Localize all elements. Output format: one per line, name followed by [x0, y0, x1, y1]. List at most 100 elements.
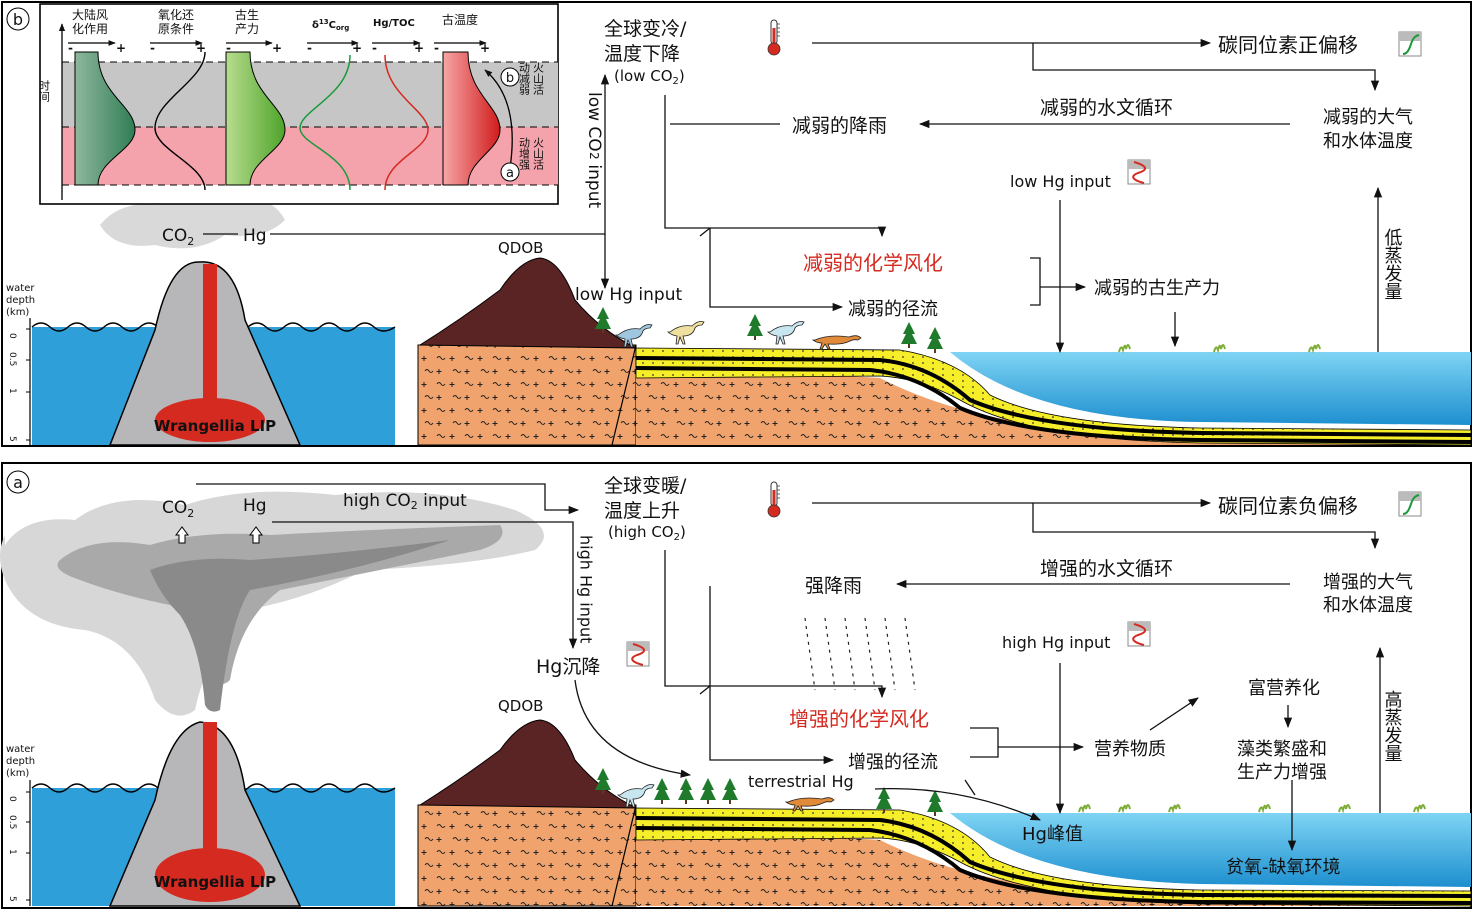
inset-marker-b: b — [506, 71, 514, 86]
coal-seam-a2 — [635, 826, 1472, 905]
eruption-cloud-outer — [0, 491, 544, 716]
water-depth-a-l2: depth — [6, 756, 35, 767]
seaweed-icon — [1118, 804, 1131, 813]
global-warming-l2: 温度上升 — [604, 500, 680, 522]
magma-chamber-b — [155, 398, 265, 442]
panel-b-badge-circle — [6, 7, 30, 31]
panel-a — [0, 462, 1472, 909]
high-co2-input-label: high CO2 input — [343, 491, 467, 512]
global-cooling-l1: 全球变冷/ — [604, 18, 687, 40]
volcanism-weak-l1: 火山活 — [532, 62, 545, 96]
thermometer-icon — [767, 19, 781, 56]
co2-label-a: CO2 — [162, 498, 194, 520]
panel-b-badge: b — [13, 10, 23, 29]
coal-seam-b1 — [635, 356, 1472, 437]
magma-conduit-b — [203, 264, 217, 414]
water-depth-b-l1: water — [6, 283, 35, 294]
sand-dots-a — [636, 808, 1471, 906]
carbon-isotope-curve-icon — [1398, 31, 1422, 57]
ocean-right-b — [950, 352, 1471, 425]
up-arrow-hg — [249, 526, 263, 544]
panel-a-frame — [1, 462, 1472, 909]
svg-text:+: + — [414, 41, 424, 55]
depth-tick-0-b: 0 — [7, 333, 17, 339]
hg-deposition-curve-icon — [626, 641, 650, 667]
carbon-negative-shift: 碳同位素负偏移 — [1218, 494, 1358, 518]
lizard-icon — [812, 335, 862, 350]
qdob-mountain-a — [418, 719, 637, 809]
depth-tick-0-a: 0 — [7, 796, 17, 802]
col-paleotemp: 古温度 — [442, 12, 478, 27]
global-cooling-l2: 温度下降 — [604, 43, 680, 65]
water-depth-a-l1: water — [6, 744, 35, 755]
depth-tick-05-b: 0.5 — [7, 352, 17, 366]
hg-deposition: Hg沉降 — [536, 656, 600, 678]
col-weathering-l2: 化作用 — [72, 22, 108, 36]
magma-conduit-a — [203, 722, 217, 872]
col-weathering-l1: 大陆风 — [72, 7, 108, 22]
svg-text:-: - — [434, 41, 439, 55]
tree-icon — [876, 787, 892, 813]
svg-text:-: - — [226, 41, 231, 55]
strong-runoff: 增强的径流 — [848, 752, 938, 773]
svg-text:-: - — [150, 41, 155, 55]
global-warming-l1: 全球变暖/ — [604, 475, 687, 497]
panel-b-frame — [1, 1, 1472, 447]
col-hgtoc: Hg/TOC — [373, 18, 415, 29]
col-productivity-l1: 古生 — [235, 7, 259, 22]
seaweed-icon — [1413, 804, 1426, 813]
time-axis-label: 时间 — [38, 80, 51, 103]
magma-chamber-a — [155, 848, 265, 902]
weak-rainfall: 减弱的降雨 — [792, 115, 887, 137]
depth-tick-1-a: 1 — [7, 849, 17, 855]
depth-tick-5-b: 5 — [7, 436, 17, 442]
tree-icon — [747, 314, 763, 340]
trend-arrow — [484, 69, 513, 169]
col-redox-l1: 氧化还 — [158, 8, 194, 22]
svg-text:+: + — [352, 41, 362, 55]
svg-text:+: + — [480, 41, 490, 55]
fault-b — [611, 344, 637, 446]
high-co2-label: (high CO2) — [608, 523, 686, 543]
svg-text:+: + — [272, 41, 282, 55]
land-pattern-a — [418, 805, 636, 906]
coal-seam-a1 — [635, 816, 1472, 898]
lip-label-a: Wrangellia LIP — [154, 873, 276, 891]
water-depth-b-l3: (km) — [6, 307, 29, 318]
qdob-mountain-b — [418, 257, 637, 349]
paleotemp-curve — [442, 51, 501, 186]
tree-icon — [700, 778, 716, 804]
weak-productivity: 减弱的古生产力 — [1094, 278, 1220, 299]
panel-a-badge: a — [13, 473, 23, 492]
shelf-pattern-b — [636, 374, 1471, 445]
water-depth-b-l2: depth — [6, 295, 35, 306]
svg-text:-: - — [68, 41, 73, 55]
fault-a — [611, 804, 637, 907]
anoxic-environment: 贫氧-缺氧环境 — [1226, 857, 1341, 878]
co2-label-b: CO2 — [162, 226, 194, 248]
low-hg-input-right: low Hg input — [1010, 172, 1111, 191]
volcanism-strong-l1: 火山活 — [532, 137, 545, 171]
seaweed-icon — [1118, 344, 1131, 353]
panel-a-badge-circle — [6, 470, 30, 494]
volcanism-weak-l2: 动减弱 — [518, 62, 531, 96]
volcanism-strong-l2: 动增强 — [518, 137, 531, 171]
strong-chem-weathering: 增强的化学风化 — [789, 707, 929, 731]
inset-marker-a: a — [506, 166, 514, 181]
hg-curve-icon — [1127, 621, 1151, 647]
strong-atm-temp-l1: 增强的大气 — [1323, 572, 1413, 593]
svg-text:+: + — [196, 41, 206, 55]
coal-seam-b2 — [635, 366, 1472, 444]
depth-ticks-b — [26, 328, 30, 441]
tree-icon — [654, 778, 670, 804]
hg-curve-icon — [1127, 159, 1151, 185]
seaweed-icon — [1168, 804, 1181, 813]
low-hg-input-left: low Hg input — [575, 285, 682, 305]
carbon-positive-shift: 碳同位素正偏移 — [1218, 33, 1358, 57]
flow-lines-b — [270, 38, 1383, 354]
weathering-curve — [74, 51, 136, 186]
water-depth-a-l3: (km) — [6, 768, 29, 779]
inset-sign-labels: -+ -+ -+ -+ -+ -+ — [68, 41, 490, 55]
panel-b — [1, 1, 1472, 447]
d13c-curve — [299, 54, 351, 191]
